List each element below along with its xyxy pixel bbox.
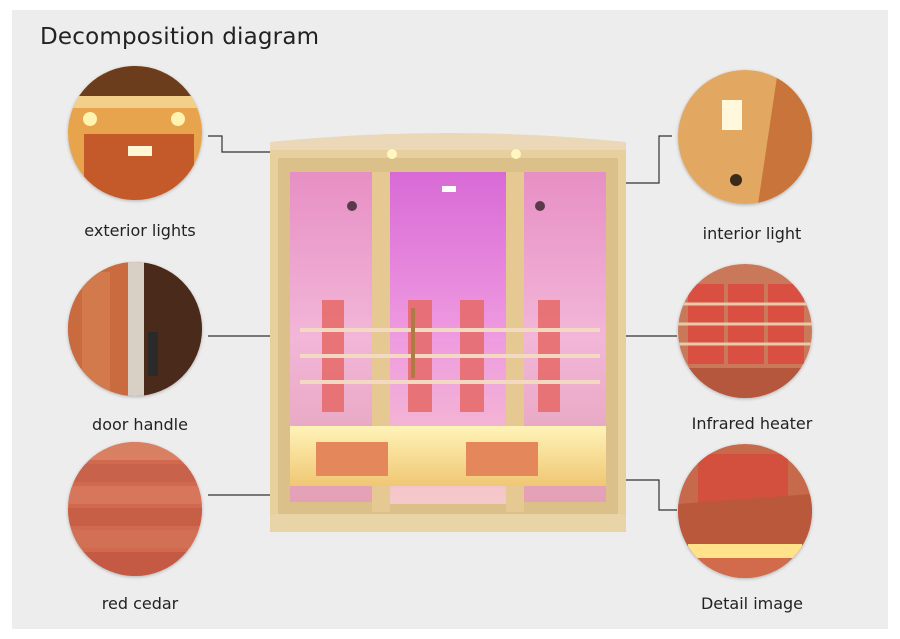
detail-image-label: Detail image (700, 594, 804, 613)
detail-image-photo (678, 444, 812, 578)
interior-light-label: interior light (702, 224, 802, 243)
diagram-canvas: Decomposition diagram exterior lights (12, 10, 888, 629)
exterior-lights-label: exterior lights (84, 221, 196, 240)
infrared-heater-label: Infrared heater (691, 414, 813, 433)
interior-light-photo (678, 70, 812, 204)
door-handle-photo (68, 262, 202, 396)
sauna-illustration (270, 130, 626, 532)
door-handle-label: door handle (92, 415, 188, 434)
red-cedar-photo (68, 442, 202, 576)
infrared-heater-photo (678, 264, 812, 398)
exterior-lights-photo (68, 66, 202, 200)
red-cedar-label: red cedar (101, 594, 179, 613)
diagram-title: Decomposition diagram (40, 24, 320, 50)
